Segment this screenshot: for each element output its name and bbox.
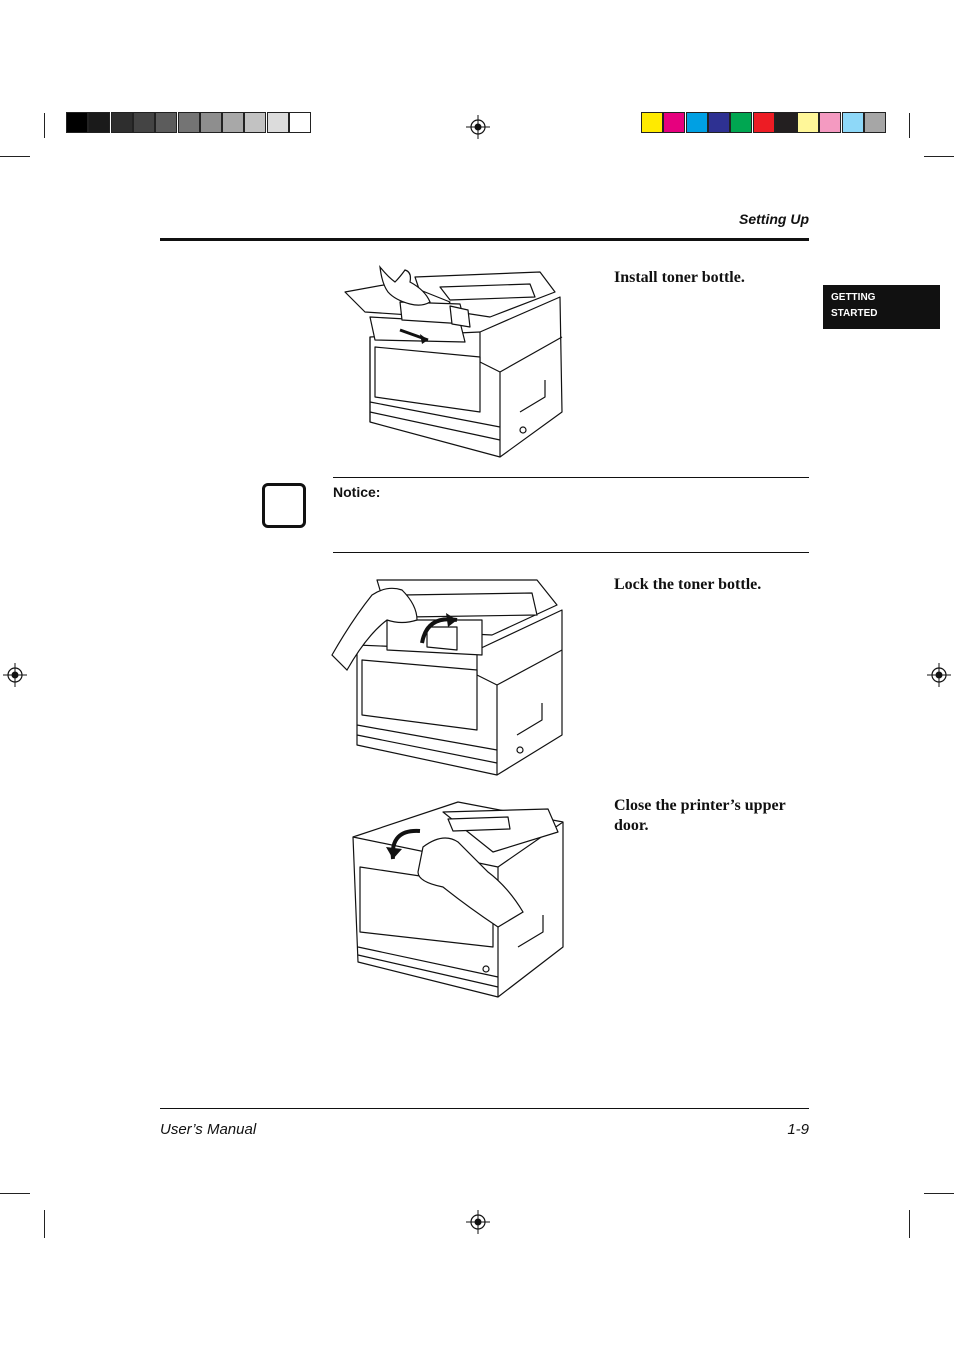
lock-toner-illustration: [331, 579, 563, 776]
close-upper-door-illustration: [352, 801, 564, 998]
chapter-tab: GETTING STARTED: [823, 285, 940, 329]
color-swatch: [244, 112, 267, 133]
crop-mark: [909, 1210, 910, 1238]
registration-target-icon: [927, 663, 951, 687]
color-swatch: [199, 112, 222, 133]
notice-label: Notice:: [333, 484, 381, 500]
color-swatch: [66, 112, 88, 133]
footer-rule: [160, 1108, 809, 1109]
color-swatch: [685, 112, 708, 133]
color-swatch: [797, 112, 820, 133]
header-rule: [160, 238, 809, 241]
color-swatch: [707, 112, 730, 133]
crop-mark: [44, 113, 45, 138]
step-install-toner: Install toner bottle.: [614, 269, 745, 286]
chapter-tab-line1: GETTING: [831, 292, 876, 303]
install-toner-illustration: [344, 264, 563, 458]
color-swatch: [266, 112, 289, 133]
notice-bottom-rule: [333, 552, 809, 553]
chapter-tab-line2: STARTED: [831, 308, 878, 319]
notice-icon: [262, 483, 306, 528]
running-header: Setting Up: [739, 211, 809, 227]
color-swatch: [641, 112, 663, 133]
color-swatch: [774, 112, 797, 133]
crop-mark: [0, 156, 30, 157]
color-swatch: [132, 112, 155, 133]
crop-mark: [924, 1193, 954, 1194]
color-swatch: [819, 112, 842, 133]
color-swatch: [222, 112, 245, 133]
notice-top-rule: [333, 477, 809, 478]
footer-manual-title: User’s Manual: [160, 1121, 257, 1138]
color-swatch: [155, 112, 178, 133]
color-swatch: [110, 112, 133, 133]
color-swatch: [289, 112, 311, 133]
step-close-door: Close the printer’s upper door.: [614, 797, 786, 834]
registration-target-icon: [466, 1210, 490, 1234]
footer-page-number: 1-9: [787, 1121, 809, 1138]
crop-mark: [0, 1193, 30, 1194]
color-swatch: [841, 112, 864, 133]
color-swatch: [752, 112, 775, 133]
crop-mark: [44, 1210, 45, 1238]
color-swatch: [88, 112, 111, 133]
registration-target-icon: [466, 115, 490, 139]
registration-target-icon: [3, 663, 27, 687]
step-lock-toner: Lock the toner bottle.: [614, 576, 762, 593]
crop-mark: [924, 156, 954, 157]
color-swatch: [177, 112, 200, 133]
color-swatch: [864, 112, 886, 133]
color-swatch: [663, 112, 686, 133]
crop-mark: [909, 113, 910, 138]
color-swatch: [730, 112, 753, 133]
